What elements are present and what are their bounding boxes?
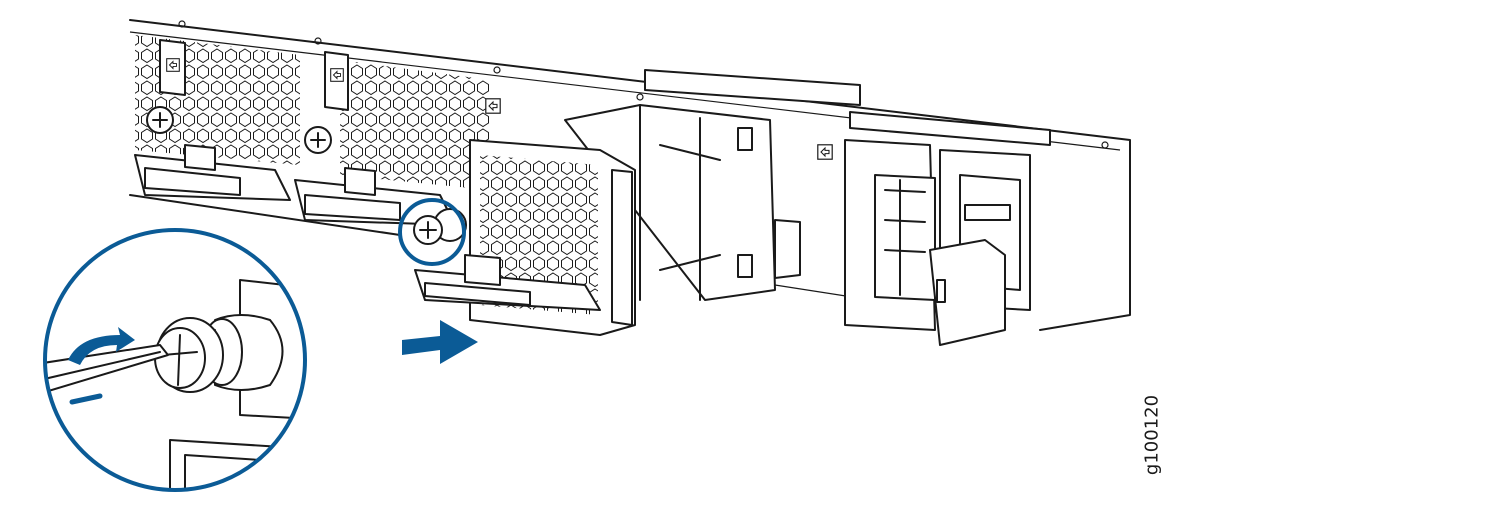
- magnify-circle-icon: [398, 198, 466, 266]
- chassis: [129, 19, 1131, 331]
- fan-module-installed-2: [294, 51, 490, 226]
- screw-callout-magnified: [43, 228, 307, 492]
- power-supply: [844, 139, 1031, 346]
- rotate-clockwise-icon: [68, 327, 135, 365]
- fan-module-installed-1: [134, 35, 300, 201]
- slot-arrow-icon: [485, 98, 501, 114]
- arrow-right-icon: [402, 320, 478, 364]
- slot-arrow-icon: [817, 144, 833, 160]
- fan-module-inserting: [413, 104, 801, 336]
- figure-id-label: g100120: [1130, 390, 1174, 480]
- figure-id-text: g100120: [1141, 394, 1163, 476]
